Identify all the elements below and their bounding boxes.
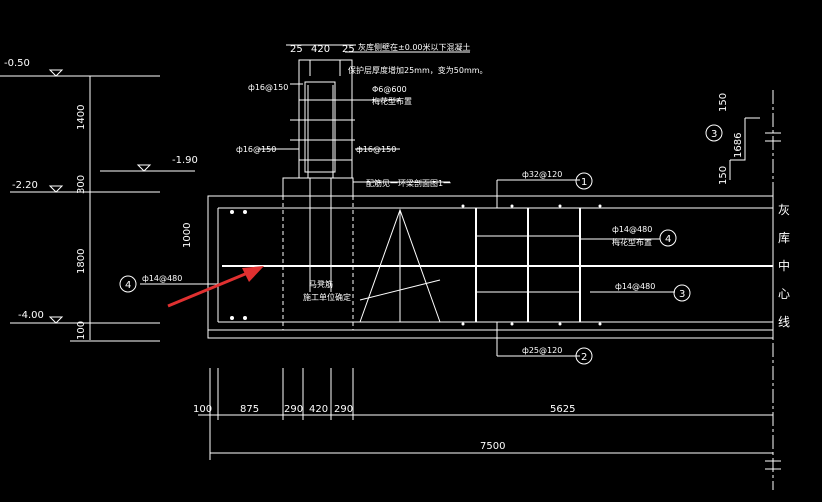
callout-num: 4 (125, 280, 131, 291)
callout-4-right (659, 229, 677, 247)
callout-1 (575, 172, 593, 190)
level-marker (48, 316, 64, 324)
callout-num: 4 (665, 234, 671, 245)
bottom-dim-100: 100 (193, 404, 212, 415)
elevation-400: -4.00 (18, 310, 44, 321)
detail-dim-c: 150 (718, 166, 729, 185)
center-label-1: 灰 (778, 203, 790, 217)
note-col-left: ф16@150 (236, 145, 276, 154)
bottom-dim-290a: 290 (284, 404, 303, 415)
top-dim-25b: 25 (342, 44, 355, 55)
bottom-dim-420: 420 (309, 404, 328, 415)
note-stool-sub: 施工单位确定 (303, 292, 351, 302)
detail-dim-a: 150 (718, 93, 729, 112)
detail-bracket (730, 117, 760, 161)
callout-3-detail (705, 124, 723, 142)
dim-1800: 1800 (76, 249, 87, 274)
center-label-4: 心 (778, 287, 790, 301)
note-wall: 配筋见一环梁剖面图1一 (366, 178, 451, 188)
note-phi6-sub: 梅花型布置 (372, 96, 412, 106)
callout-2 (575, 347, 593, 365)
note-mid-rebar-sub: 梅花型布置 (612, 237, 652, 247)
elevation-190: -1.90 (172, 155, 198, 166)
note-right-rebar: ф14@480 (615, 282, 655, 291)
callout-num: 3 (711, 129, 717, 140)
bottom-dim-5625: 5625 (550, 404, 575, 415)
level-marker (136, 164, 152, 172)
callout-num: 2 (581, 352, 587, 363)
note-top-rebar: ф32@120 (522, 170, 562, 179)
note-stool: 马凳筋 (309, 279, 333, 289)
elevation-050: -0.50 (4, 58, 30, 69)
red-arrow (167, 266, 264, 308)
note-cover-1: 灰库侧壁在±0.00米以下混凝土 (358, 42, 471, 52)
center-label-2: 库 (778, 230, 790, 245)
note-col-right: ф16@150 (356, 145, 396, 154)
detail-dim-b: 1686 (733, 133, 744, 158)
dim-1400: 1400 (76, 105, 87, 130)
bottom-dim-875: 875 (240, 404, 259, 415)
note-bottom-rebar: ф25@120 (522, 346, 562, 355)
pedestal (282, 177, 354, 197)
note-cover-2: 保护层厚度增加25mm，变为50mm。 (348, 65, 488, 75)
top-dim-25a: 25 (290, 44, 303, 55)
footing-outline (207, 195, 774, 331)
center-label-5: 线 (778, 315, 790, 329)
blinding-layer (207, 329, 774, 339)
total-dim-7500: 7500 (480, 441, 505, 452)
level-marker (48, 69, 64, 77)
callout-num: 1 (581, 177, 587, 188)
bottom-dim-290b: 290 (334, 404, 353, 415)
note-mid-rebar: ф14@480 (612, 225, 652, 234)
callout-num: 3 (679, 289, 685, 300)
dim-1000: 1000 (182, 223, 193, 248)
dim-100: 100 (76, 321, 87, 340)
top-dim-420: 420 (311, 44, 330, 55)
dim-300: 300 (76, 175, 87, 194)
note-side-rebar: ф14@480 (142, 274, 182, 283)
note-phi6: Φ6@600 (372, 85, 407, 94)
center-label-3: 中 (778, 258, 790, 273)
level-marker (48, 185, 64, 193)
callout-4-left (119, 275, 137, 293)
elevation-220: -2.20 (12, 180, 38, 191)
callout-3 (673, 284, 691, 302)
note-col-top: ф16@150 (248, 83, 288, 92)
